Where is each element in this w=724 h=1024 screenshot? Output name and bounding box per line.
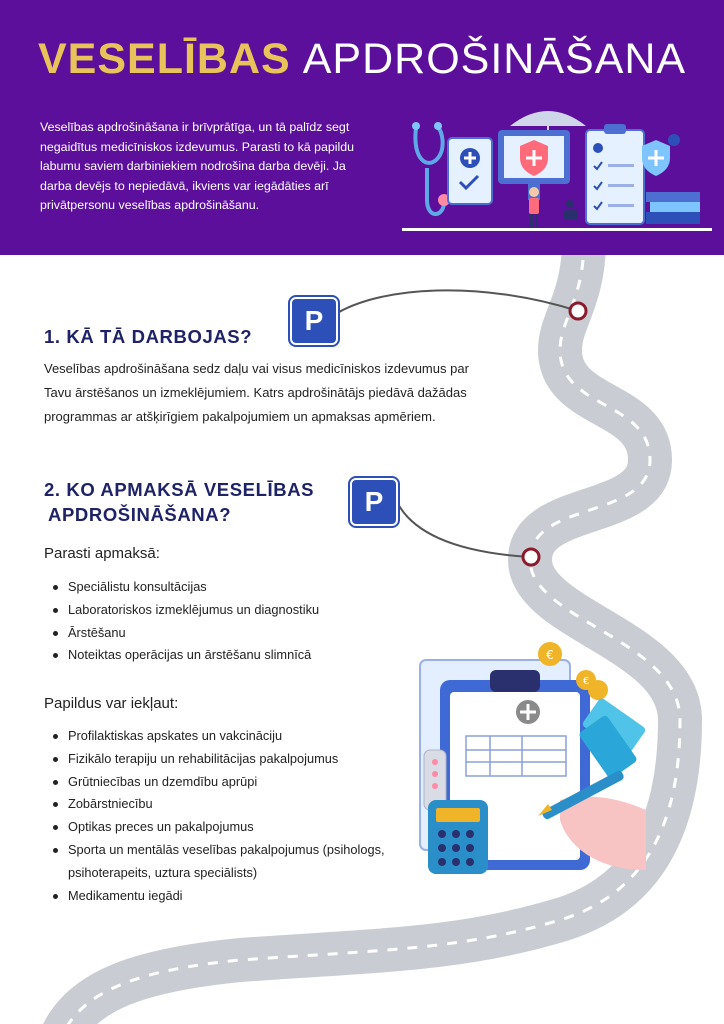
section1-title: 1. KĀ TĀ DARBOJAS?: [44, 326, 253, 347]
list-item: Zobārstniecību: [44, 793, 385, 816]
list-item: Medikamentu iegādi: [44, 885, 385, 908]
list-item: Speciālistu konsultācijas: [44, 576, 319, 599]
additional-list: Profilaktiskas apskates un vakcināciju F…: [44, 725, 385, 907]
svg-text:€: €: [546, 648, 554, 662]
title-bold: VESELĪBAS: [38, 35, 291, 83]
list-item: Noteiktas operācijas un ārstēšanu slimnī…: [44, 644, 319, 667]
list-item: Ārstēšanu: [44, 622, 319, 645]
svg-text:€: €: [583, 676, 589, 687]
insurance-clipboard-illustration: € €: [419, 642, 646, 874]
usually-covered-label: Parasti apmaksā:: [44, 545, 160, 562]
list-item: Laboratoriskos izmeklējumus un diagnosti…: [44, 599, 319, 622]
route-pin-2: [521, 547, 541, 567]
section2-title-line2: APDROŠINĀŠANA?: [48, 504, 232, 525]
route-pin-1: [568, 301, 588, 321]
intro-text: Veselības apdrošināšana ir brīvprātīga, …: [40, 120, 355, 213]
usually-covered-list: Speciālistu konsultācijas Laboratoriskos…: [44, 576, 319, 667]
section1-body: Veselības apdrošināšana sedz daļu vai vi…: [44, 361, 469, 424]
healthcare-illustration: [402, 111, 712, 231]
section2-title-line1: 2. KO APMAKSĀ VESELĪBAS: [44, 479, 315, 500]
list-item: Optikas preces un pakalpojumus: [44, 816, 385, 839]
list-item: Grūtniecības un dzemdību aprūpi: [44, 771, 385, 794]
road-graphic: [43, 255, 703, 1024]
parking-sign-icon: P: [350, 478, 398, 526]
title-light: APDROŠINĀŠANA: [302, 35, 687, 83]
list-item: Fizikālo terapiju un rehabilitācijas pak…: [44, 748, 385, 771]
list-item: Sporta un mentālās veselības pakalpojumu…: [44, 839, 385, 862]
parking-sign-icon: P: [290, 297, 338, 345]
list-item-continuation: psihoterapeits, uztura speciālists): [68, 864, 258, 880]
additional-label: Papildus var iekļaut:: [44, 695, 179, 712]
list-item: Profilaktiskas apskates un vakcināciju: [44, 725, 385, 748]
